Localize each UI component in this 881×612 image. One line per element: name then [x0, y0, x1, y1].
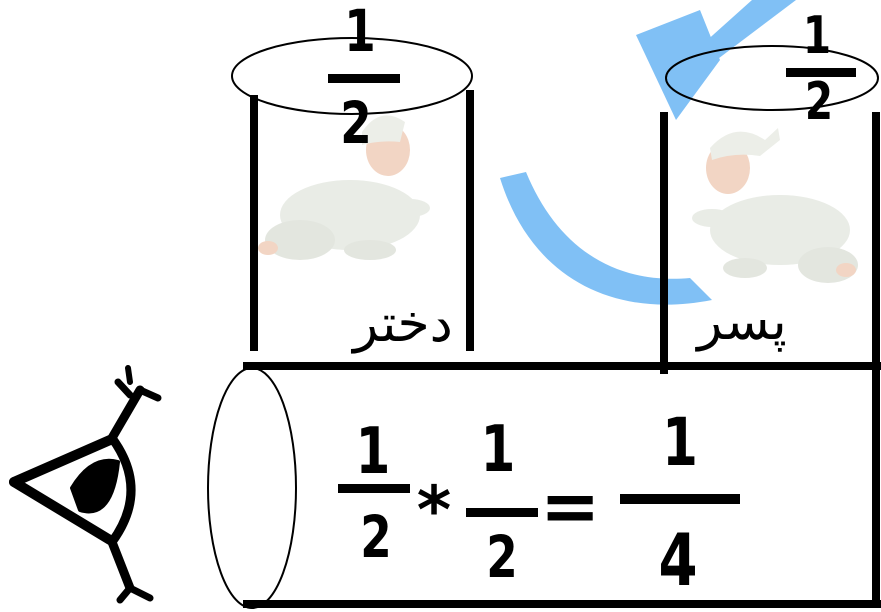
- boy-label: پسر: [680, 296, 804, 348]
- top-right-numerator: 1: [798, 10, 837, 62]
- equation-term1-numerator: 1: [351, 420, 395, 484]
- top-right-denominator: 2: [800, 76, 839, 128]
- equation-term1-denominator: 2: [354, 508, 398, 566]
- eye-figure-icon: [14, 368, 158, 600]
- equation-result-denominator: 4: [653, 524, 703, 596]
- equation-term1-bar: [338, 484, 410, 493]
- top-left-fraction-bar: [328, 74, 400, 83]
- top-left-denominator: 2: [333, 94, 380, 152]
- baby-boy-image: [692, 128, 858, 283]
- top-left-numerator: 1: [337, 2, 384, 60]
- equation-equals-sign: =: [540, 470, 600, 542]
- equation-result-bar: [620, 494, 740, 504]
- equation-term2-denominator: 2: [480, 528, 524, 586]
- equation-term2-bar: [466, 508, 538, 517]
- equation-result-numerator: 1: [657, 410, 704, 476]
- equation-multiply-sign: *: [414, 478, 454, 544]
- equation-term2-numerator: 1: [476, 418, 520, 482]
- girl-label: دختر: [340, 298, 466, 350]
